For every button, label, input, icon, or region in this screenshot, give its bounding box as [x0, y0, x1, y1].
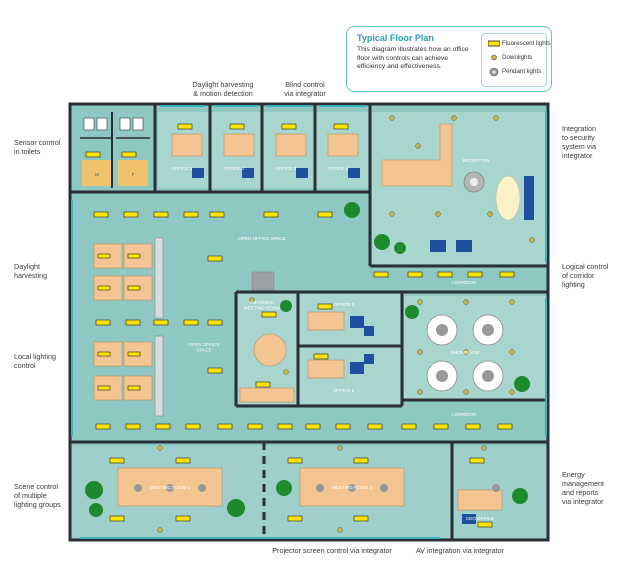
annotation-integration-security: Integration to security system via integ… [562, 124, 596, 160]
windows [71, 105, 547, 539]
partitions [154, 237, 275, 417]
annotation-av-integration: AV integration via integrator [415, 546, 505, 555]
label-office-3: OFFICE 3 [276, 166, 297, 171]
annotation-energy-mgmt: Energy management and reports via integr… [562, 470, 604, 506]
label-reception: RECEPTION [463, 158, 490, 163]
label-meeting-room-1: MEETING ROOM 1 [150, 485, 191, 490]
legend-box: Typical Floor Plan This diagram illustra… [346, 26, 552, 92]
fluorescent-lights [85, 123, 515, 528]
annotation-logical-corridor: Logical control of corridor lighting [562, 262, 609, 289]
plants [85, 202, 530, 517]
legend-key: Fluorescent lights Downlights Pendant li… [481, 33, 551, 87]
fluorescent-light-icon [488, 40, 500, 47]
annotation-sensor-toilets: Sensor control in toilets [14, 138, 61, 156]
toilet-m-floor [82, 160, 112, 186]
toilet-fixtures [80, 112, 150, 188]
annotation-blind-control: Blind control via integrator [284, 80, 326, 98]
room-labels: M F OFFICE 1 OFFICE 2 OFFICE 3 OFFICE 4 … [95, 158, 494, 521]
legend-label: Pendant lights [502, 68, 542, 75]
label-office-6: OFFICE 6 [334, 388, 355, 393]
label-ceo-office: CEO OFFICE [466, 516, 494, 521]
legend-label: Downlights [502, 54, 533, 61]
pendant-light-icon [489, 67, 499, 77]
reception-sofa [495, 175, 521, 221]
label-corridor-2: CORRIDOR [451, 412, 477, 417]
label-office-4: OFFICE 4 [328, 166, 349, 171]
annotation-projector: Projector screen control via integrator [272, 546, 392, 555]
legend-title: Typical Floor Plan [357, 33, 434, 43]
pendant-lights [134, 171, 500, 492]
downlights [157, 115, 535, 533]
label-showroom: SHOWROOM [451, 350, 480, 355]
label-open-office: OPEN OFFICE SPACE [238, 236, 286, 241]
label-corridor-1: CORRIDOR [451, 280, 477, 285]
downlight-icon [491, 54, 497, 61]
label-office-1: OFFICE 1 [172, 166, 193, 171]
annotation-daylight-harvesting: Daylight harvesting [14, 262, 48, 280]
label-toilet-m: M [95, 172, 99, 177]
annotation-daylight-motion: Daylight harvesting & motion detection [192, 80, 254, 98]
legend-description: This diagram illustrates how an office f… [357, 46, 469, 71]
label-toilet-f: F [132, 172, 135, 177]
walls [68, 102, 550, 542]
legend-label: Fluorescent lights [502, 40, 551, 47]
label-office-5: OFFICE 5 [334, 302, 355, 307]
label-office-2: OFFICE 2 [224, 166, 245, 171]
label-meeting-room-2: MEETING ROOM 2 [332, 485, 373, 490]
annotation-local-lighting: Local lighting control [14, 352, 56, 370]
annotation-scene-control: Scene control of multiple lighting group… [14, 482, 61, 509]
toilet-f-floor [118, 160, 148, 186]
chairs [192, 168, 534, 524]
